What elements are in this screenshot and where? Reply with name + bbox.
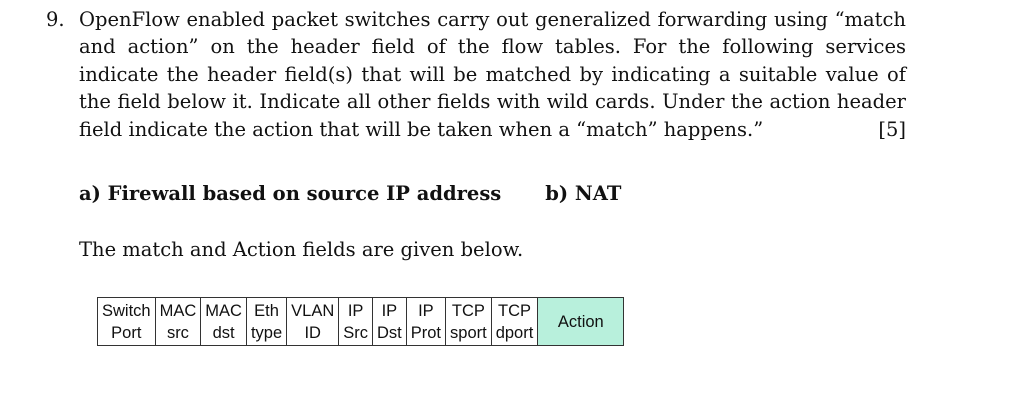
field-line: IP [381,301,398,320]
field-tcp-sport: TCP sport [445,297,492,346]
question-block: 9. OpenFlow enabled packet switches carr… [46,6,906,143]
field-ip-prot: IP Prot [405,297,447,346]
field-line: Src [343,323,368,342]
field-line: Port [111,323,142,342]
field-tcp-dport: TCP dport [490,297,539,346]
field-ip-dst: IP Dst [372,297,407,346]
field-ip-src: IP Src [338,297,373,346]
field-line: dst [212,323,235,342]
subpart-b: b) NAT [545,182,622,205]
field-line: TCP [498,301,531,320]
subparts: a) Firewall based on source IP address b)… [79,182,621,205]
question-marks: [5] [878,117,906,141]
field-line: type [250,323,283,342]
field-line: Switch [102,301,151,320]
field-action: Action [537,297,625,346]
field-line: IP [418,301,434,320]
field-line: Dst [377,323,402,342]
field-line: src [166,323,189,342]
field-line: sport [450,323,487,342]
field-line: Prot [410,323,442,342]
field-line: dport [495,323,534,342]
field-line: MAC [159,301,197,320]
field-line: Eth [254,301,279,320]
field-line: IP [347,301,364,320]
field-line: TCP [451,301,485,320]
field-vlan-id: VLAN ID [286,297,340,346]
field-mac-src: MAC src [154,297,202,346]
field-eth-type: Eth type [245,297,288,346]
field-line: ID [304,323,321,342]
field-line: VLAN [291,301,335,320]
question-text: OpenFlow enabled packet switches carry o… [79,8,906,141]
field-mac-dst: MAC dst [200,297,247,346]
subpart-a: a) Firewall based on source IP address [79,182,502,205]
fields-intro: The match and Action fields are given be… [79,238,524,261]
field-line: MAC [205,301,242,320]
question-number: 9. [46,8,65,31]
question-text-container: OpenFlow enabled packet switches carry o… [79,6,906,143]
